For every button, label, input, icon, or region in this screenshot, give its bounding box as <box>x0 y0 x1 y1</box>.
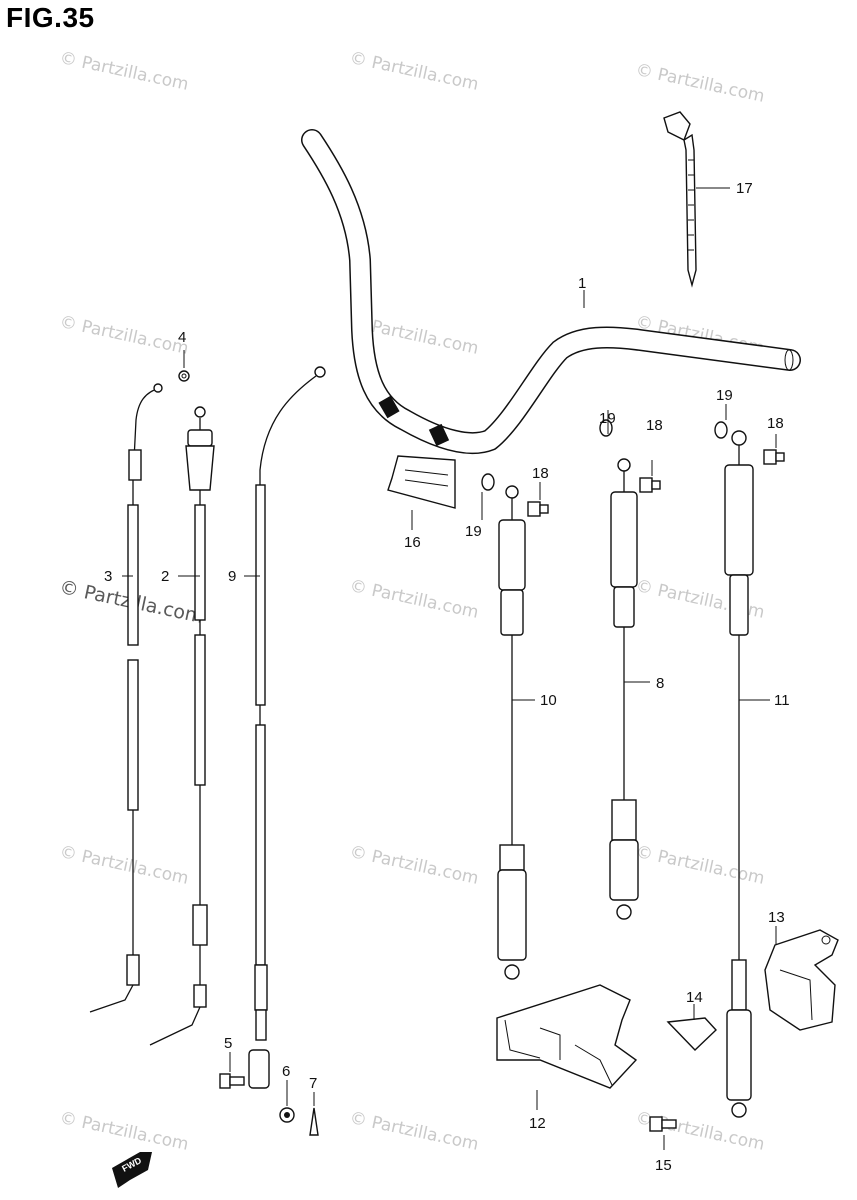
cable-11[interactable] <box>724 430 754 1118</box>
clutch-cable[interactable] <box>248 366 326 1089</box>
callout-4: 4 <box>178 329 186 346</box>
callout-19-a: 19 <box>465 523 482 540</box>
callout-18-a: 18 <box>532 465 549 482</box>
callout-11: 11 <box>774 692 790 709</box>
callout-7: 7 <box>309 1075 317 1092</box>
callout-18-c: 18 <box>767 415 784 432</box>
throttle-cable[interactable] <box>89 383 163 1013</box>
callout-18-b: 18 <box>646 417 663 434</box>
choke-cable[interactable] <box>149 406 215 1046</box>
bolt-18-c[interactable] <box>763 449 785 465</box>
bolt-18-b[interactable] <box>639 477 661 493</box>
callout-8: 8 <box>656 675 664 692</box>
clip-19-b[interactable] <box>599 419 613 437</box>
bracket-plate-16[interactable] <box>387 455 456 509</box>
cable-tie[interactable] <box>663 111 697 288</box>
callout-10: 10 <box>540 692 557 709</box>
callout-3: 3 <box>104 568 112 585</box>
callout-14: 14 <box>686 989 703 1006</box>
callout-19-b: 19 <box>599 410 616 427</box>
cotter-pin-7[interactable] <box>309 1107 319 1136</box>
callout-1: 1 <box>578 275 586 292</box>
bracket-13[interactable] <box>764 929 839 1031</box>
callout-19-c: 19 <box>716 387 733 404</box>
callout-5: 5 <box>224 1035 232 1052</box>
callout-12: 12 <box>529 1115 546 1132</box>
callout-2: 2 <box>161 568 169 585</box>
clip-14[interactable] <box>666 1017 717 1051</box>
callout-16: 16 <box>404 534 421 551</box>
bolt-5[interactable] <box>219 1073 245 1089</box>
figure-title: FIG.35 <box>6 2 95 33</box>
cable-nut[interactable] <box>178 370 190 382</box>
callout-17: 17 <box>736 180 753 197</box>
clip-19-c[interactable] <box>714 421 728 439</box>
washer-6[interactable] <box>279 1107 295 1123</box>
callout-9: 9 <box>228 568 236 585</box>
leader-lines <box>122 187 777 1150</box>
bracket-12[interactable] <box>496 984 638 1089</box>
callout-6: 6 <box>282 1063 290 1080</box>
callouts: 1 2 3 4 5 6 7 8 9 10 11 12 13 14 15 16 1… <box>104 180 790 1174</box>
callout-15: 15 <box>655 1157 672 1174</box>
cable-8[interactable] <box>609 458 639 920</box>
handlebar[interactable] <box>301 129 801 454</box>
clip-19-a[interactable] <box>481 473 495 491</box>
callout-13: 13 <box>768 909 785 926</box>
bolt-15[interactable] <box>649 1116 677 1132</box>
bolt-18-a[interactable] <box>527 501 549 517</box>
rear-brake-cable-10[interactable] <box>497 485 527 980</box>
front-direction-arrow: FWD <box>112 1152 152 1188</box>
